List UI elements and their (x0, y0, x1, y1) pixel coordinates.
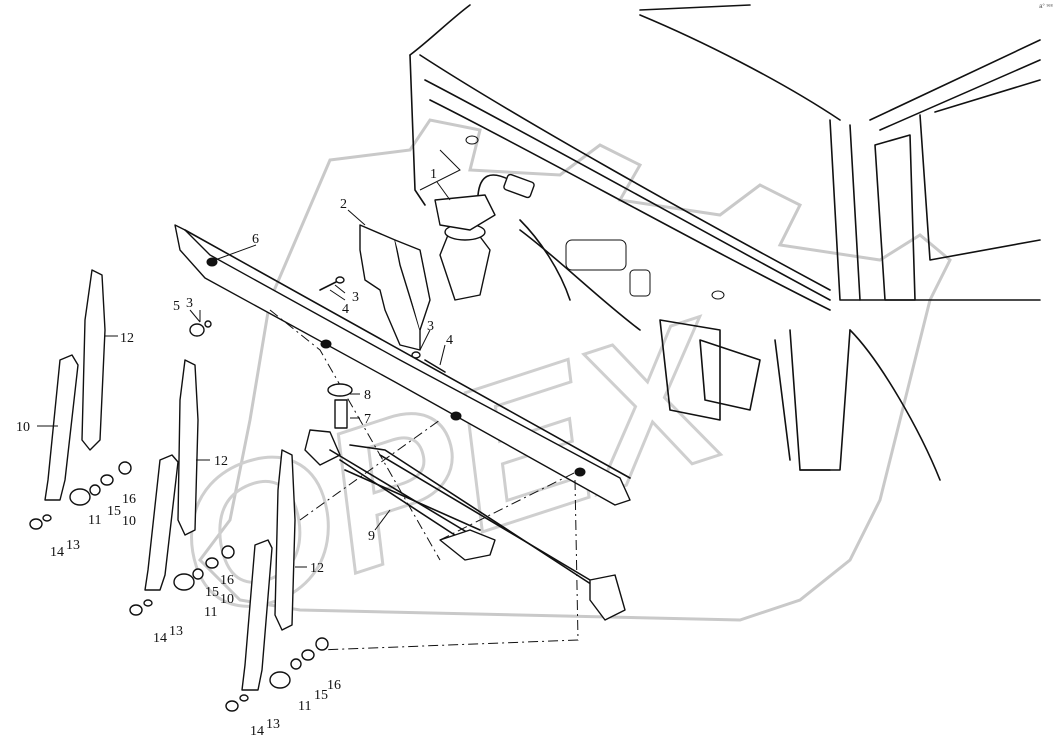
wiper-linkage (269, 309, 626, 651)
mounting-crossbar (174, 224, 631, 506)
callout-12: 12 (214, 454, 228, 469)
callout-13: 13 (266, 717, 280, 732)
callout-7: 7 (364, 412, 371, 427)
callout-10: 10 (122, 514, 136, 529)
callout-6: 6 (252, 232, 259, 247)
callout-10: 10 (16, 420, 30, 435)
callout-4: 4 (342, 302, 349, 317)
callout-9: 9 (368, 529, 375, 544)
callout-3: 3 (186, 296, 193, 311)
callout-13: 13 (169, 624, 183, 639)
callout-labels: 1 2 3 3 3 4 4 5 6 7 8 9 10 10 10 11 11 1… (16, 167, 453, 739)
callout-10: 10 (220, 592, 234, 607)
callout-3: 3 (352, 290, 359, 305)
callout-3: 3 (427, 319, 434, 334)
leader-lines (37, 181, 451, 568)
callout-15: 15 (205, 585, 219, 600)
shaft-bushing (327, 383, 353, 429)
callout-16: 16 (327, 678, 341, 693)
callout-16: 16 (122, 492, 136, 507)
callout-12: 12 (310, 561, 324, 576)
callout-14: 14 (50, 545, 64, 560)
wiper-blades (81, 269, 296, 631)
callout-13: 13 (66, 538, 80, 553)
callout-1: 1 (430, 167, 437, 182)
callout-5: 5 (173, 299, 180, 314)
wiper-motor (434, 173, 535, 301)
callout-11: 11 (88, 513, 101, 528)
motor-bracket (359, 224, 431, 351)
fasteners (189, 276, 446, 373)
callout-12: 12 (120, 331, 134, 346)
watermark-gear (198, 118, 952, 622)
callout-4: 4 (446, 333, 453, 348)
callout-11: 11 (298, 699, 311, 714)
callout-15: 15 (107, 504, 121, 519)
arm-hardware (29, 461, 329, 712)
callout-14: 14 (250, 724, 264, 739)
callout-16: 16 (220, 573, 234, 588)
wiper-arms (44, 354, 273, 691)
callout-15: 15 (314, 688, 328, 703)
truck-cab (409, 4, 1041, 481)
corner-mark: a° ˢᵉᵉ (1039, 4, 1053, 10)
callout-11: 11 (204, 605, 217, 620)
callout-14: 14 (153, 631, 167, 646)
callout-8: 8 (364, 388, 371, 403)
callout-2: 2 (340, 197, 347, 212)
